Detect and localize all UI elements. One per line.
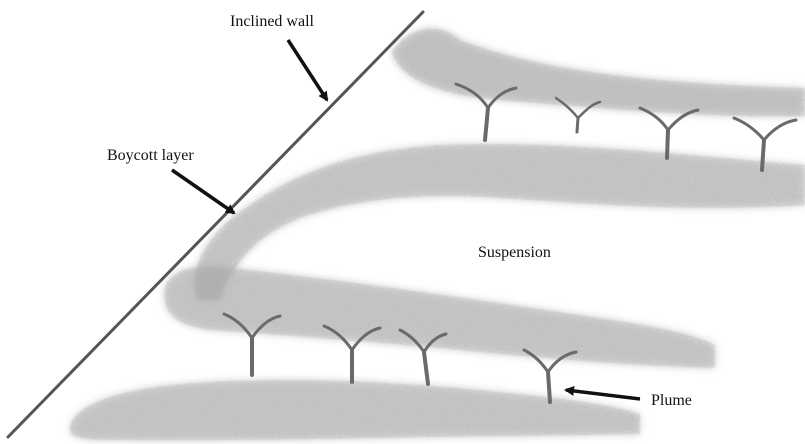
sediment-layers (70, 29, 805, 441)
suspension-label: Suspension (478, 244, 551, 261)
inclined-wall-arrow (288, 40, 327, 100)
inclined-wall-label: Inclined wall (230, 13, 315, 30)
plume-arrow (566, 390, 640, 399)
lower-sediment-layer (164, 267, 715, 368)
boycott-layer-label: Boycott layer (107, 147, 194, 164)
boycott-layer-arrow (172, 170, 234, 213)
inclined-wall (8, 12, 423, 437)
plume-label: Plume (651, 392, 692, 409)
bottom-sediment-layer (70, 380, 640, 440)
plume (640, 108, 698, 158)
